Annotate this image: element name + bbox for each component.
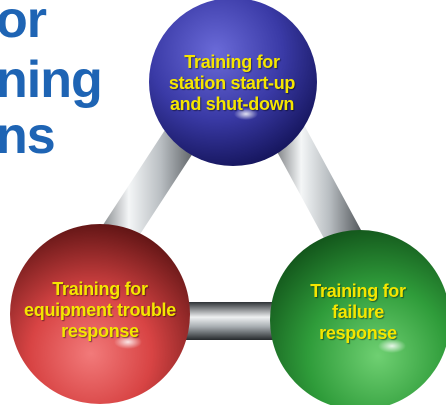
node-label-station-startup: Training for station start-up and shut-d… [160, 52, 304, 115]
connector-bar-right [262, 110, 374, 268]
node-label-line: station start-up [168, 73, 296, 93]
node-label-line: Training for [310, 281, 406, 301]
node-label-line: and shut-down [169, 94, 295, 114]
node-label-line: failure [332, 302, 384, 322]
title-line-2: ning [0, 51, 103, 109]
node-label-line: response [61, 321, 139, 341]
node-label-failure-response: Training for failure response [290, 281, 426, 344]
title-line-3: ns [0, 107, 56, 165]
node-label-line: equipment trouble [24, 300, 176, 320]
title-line-1: or [0, 0, 47, 49]
sphere-failure-response [270, 230, 446, 405]
sphere-station-startup [149, 0, 317, 166]
node-label-equipment-trouble: Training for equipment trouble response [14, 279, 186, 342]
node-label-line: response [319, 323, 397, 343]
node-label-line: Training for [52, 279, 148, 299]
node-label-line: Training for [184, 52, 280, 72]
sphere-equipment-trouble [10, 224, 190, 404]
